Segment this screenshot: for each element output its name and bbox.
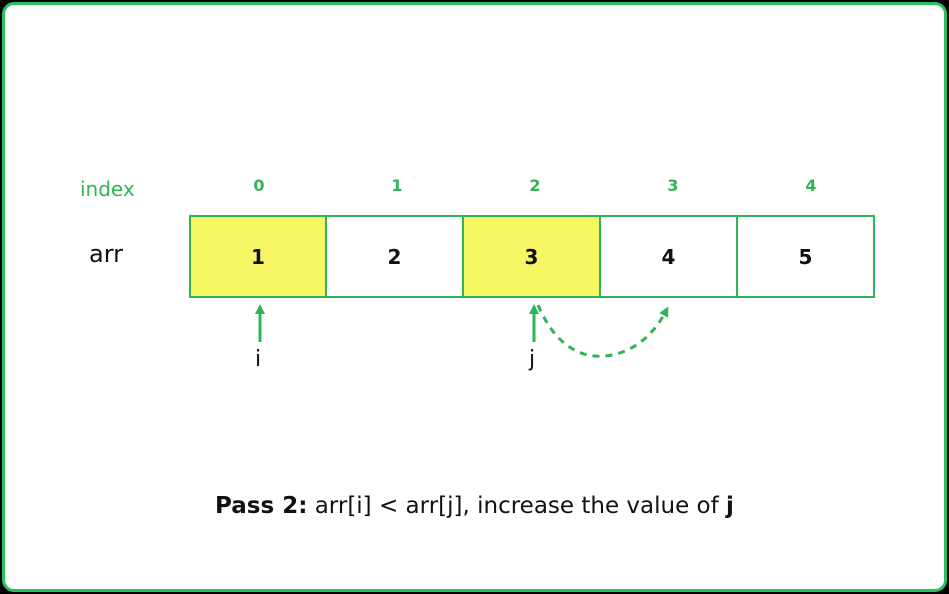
j-pointer-label: j	[529, 347, 536, 372]
array-cell-4: 5	[738, 215, 875, 298]
index-row-label: index	[80, 177, 135, 201]
caption-variable: j	[726, 493, 734, 519]
array-cell-0: 1	[189, 215, 327, 298]
array-cell-3: 4	[601, 215, 738, 298]
index-2: 2	[529, 176, 541, 195]
index-3: 3	[667, 176, 679, 195]
array-cells: 1 2 3 4 5	[189, 215, 881, 298]
caption-text: arr[i] < arr[j], increase the value of	[307, 493, 727, 519]
index-0: 0	[253, 176, 265, 195]
array-cell-2: 3	[464, 215, 601, 298]
array-cell-1: 2	[327, 215, 464, 298]
i-pointer-label: i	[255, 347, 262, 372]
array-name-label: arr	[89, 240, 124, 268]
pass-caption: Pass 2: arr[i] < arr[j], increase the va…	[0, 493, 949, 519]
move-j-curved-arrow	[536, 304, 669, 358]
caption-pass-label: Pass 2:	[215, 493, 308, 519]
index-4: 4	[805, 176, 817, 195]
index-1: 1	[391, 176, 403, 195]
